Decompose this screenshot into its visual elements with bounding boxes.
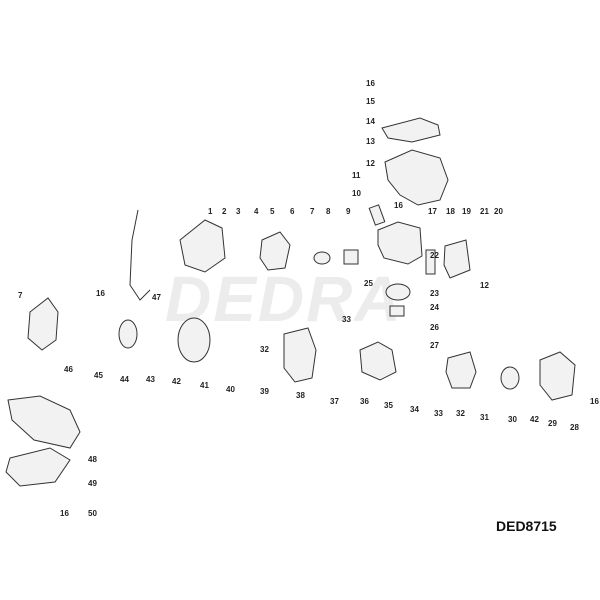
cylinder-shroud-part <box>384 149 449 206</box>
part-callout-9: 9 <box>346 207 351 216</box>
piston-part <box>385 283 411 301</box>
part-callout-10: 10 <box>352 189 361 198</box>
part-callout-29: 29 <box>548 419 557 428</box>
part-callout-40: 40 <box>226 385 235 394</box>
clutch-housing-part <box>539 351 576 401</box>
part-callout-34: 34 <box>410 405 419 414</box>
part-callout-38: 38 <box>296 391 305 400</box>
part-callout-8: 8 <box>326 207 331 216</box>
part-callout-16: 16 <box>60 509 69 518</box>
part-callout-43: 43 <box>146 375 155 384</box>
part-callout-47: 47 <box>152 293 161 302</box>
part-callout-32: 32 <box>456 409 465 418</box>
part-callout-1: 1 <box>208 207 213 216</box>
part-callout-23: 23 <box>430 289 439 298</box>
gasket-part <box>425 249 436 275</box>
part-callout-16: 16 <box>590 397 599 406</box>
part-callout-21: 21 <box>480 207 489 216</box>
part-callout-45: 45 <box>94 371 103 380</box>
part-callout-17: 17 <box>428 207 437 216</box>
part-callout-30: 30 <box>508 415 517 424</box>
part-callout-6: 6 <box>290 207 295 216</box>
cylinder-part <box>377 221 423 265</box>
fuel-tank-part <box>7 395 81 449</box>
part-callout-20: 20 <box>494 207 503 216</box>
part-callout-15: 15 <box>366 97 375 106</box>
part-callout-12: 12 <box>480 281 489 290</box>
part-callout-33: 33 <box>434 409 443 418</box>
part-callout-25: 25 <box>364 279 373 288</box>
model-code-label: DED8715 <box>496 518 557 534</box>
part-callout-16: 16 <box>96 289 105 298</box>
clutch-part <box>500 366 520 390</box>
flywheel-part <box>177 317 211 363</box>
part-callout-14: 14 <box>366 117 375 126</box>
crankcase-other-half-part <box>445 351 477 389</box>
part-callout-50: 50 <box>88 509 97 518</box>
part-callout-4: 4 <box>254 207 259 216</box>
part-callout-33: 33 <box>342 315 351 324</box>
bottom-cover-part <box>5 447 71 487</box>
part-callout-32: 32 <box>260 345 269 354</box>
intake-part <box>313 251 331 265</box>
part-callout-7: 7 <box>18 291 23 300</box>
carburettor-part <box>259 231 291 271</box>
part-callout-26: 26 <box>430 323 439 332</box>
part-callout-42: 42 <box>172 377 181 386</box>
part-callout-2: 2 <box>222 207 227 216</box>
part-callout-3: 3 <box>236 207 241 216</box>
top-cover-part <box>381 117 441 143</box>
throttle-cable-part <box>129 209 151 301</box>
crankcase-half-part <box>283 327 317 383</box>
part-callout-16: 16 <box>366 79 375 88</box>
part-callout-22: 22 <box>430 251 439 260</box>
part-callout-27: 27 <box>430 341 439 350</box>
part-callout-39: 39 <box>260 387 269 396</box>
part-callout-5: 5 <box>270 207 275 216</box>
part-callout-41: 41 <box>200 381 209 390</box>
part-callout-49: 49 <box>88 479 97 488</box>
crankshaft-part <box>359 341 397 381</box>
part-callout-18: 18 <box>446 207 455 216</box>
part-callout-28: 28 <box>570 423 579 432</box>
piston-pin-part <box>389 305 405 317</box>
part-callout-31: 31 <box>480 413 489 422</box>
part-callout-7: 7 <box>310 207 315 216</box>
engine-shroud-part <box>27 297 59 351</box>
part-callout-48: 48 <box>88 455 97 464</box>
part-callout-19: 19 <box>462 207 471 216</box>
part-callout-36: 36 <box>360 397 369 406</box>
part-callout-16: 16 <box>394 201 403 210</box>
part-callout-24: 24 <box>430 303 439 312</box>
part-callout-37: 37 <box>330 397 339 406</box>
part-callout-13: 13 <box>366 137 375 146</box>
recoil-starter-part <box>118 319 138 349</box>
part-callout-35: 35 <box>384 401 393 410</box>
spark-plug-part <box>368 204 386 226</box>
part-callout-12: 12 <box>366 159 375 168</box>
part-callout-11: 11 <box>352 171 361 180</box>
fan-cover-part <box>179 219 226 273</box>
fuel-tank-guard-part <box>443 239 471 279</box>
part-callout-46: 46 <box>64 365 73 374</box>
part-callout-44: 44 <box>120 375 129 384</box>
insulator-part <box>343 249 359 265</box>
part-callout-42: 42 <box>530 415 539 424</box>
